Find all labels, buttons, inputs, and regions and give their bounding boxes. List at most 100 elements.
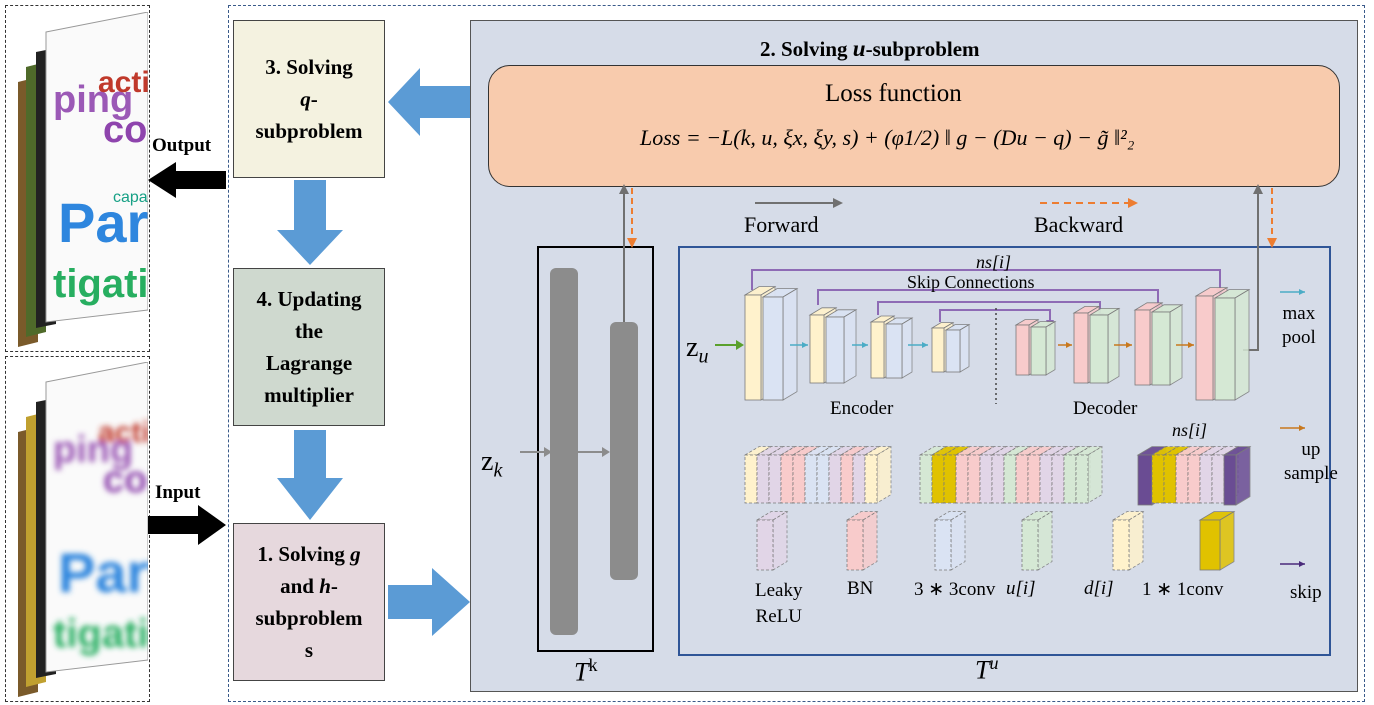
- zk-label-sub: k: [493, 459, 503, 482]
- dec-pink-1: [1015, 324, 1030, 376]
- skip-block-frame-left: [1137, 454, 1153, 506]
- dec-green-4-side: [1234, 288, 1250, 401]
- leaky-relu-glyph-side: [772, 510, 788, 571]
- dec-pink-3: [1134, 309, 1151, 386]
- decoder-label: Decoder: [1073, 398, 1138, 419]
- backward-label: Backward: [1034, 212, 1124, 237]
- ui-block-5: [804, 454, 818, 504]
- enc-blue-1: [762, 296, 784, 401]
- leaky-relu-label: Leaky ReLU: [755, 578, 802, 630]
- tu-label-sup: u: [989, 653, 999, 673]
- step3-line1: 3. Solving: [265, 55, 353, 79]
- dec-green-2: [1089, 314, 1109, 384]
- output-arrow: [148, 162, 226, 198]
- conv3-glyph-side: [950, 510, 966, 571]
- zu-label-sub: u: [698, 345, 709, 368]
- di-glyph: [1112, 519, 1130, 571]
- di-block-3: [955, 454, 969, 504]
- di-block-12: [1063, 454, 1077, 504]
- dec-green-3: [1151, 311, 1171, 386]
- di-block-6: [991, 454, 1005, 504]
- skip-line-1: [751, 269, 1221, 290]
- leaky-line2: ReLU: [755, 606, 802, 627]
- di-block-1-top: [930, 446, 960, 456]
- tk-label-T: T: [574, 657, 589, 687]
- di-block-9: [1027, 454, 1041, 504]
- ui-block-0-top: [743, 446, 773, 456]
- step1-var-h: h: [319, 574, 331, 598]
- ui-block-4-top: [791, 446, 821, 456]
- input-label: Input: [155, 482, 201, 503]
- step4-line3: Lagrange: [265, 351, 353, 375]
- up-sample-line2: sample: [1284, 463, 1338, 484]
- di-block-0: [919, 454, 933, 504]
- ui-block-10-top: [863, 446, 893, 456]
- panel-title-suffix: -subproblem: [865, 37, 980, 61]
- enc-yellow-4: [931, 327, 945, 373]
- enc-blue-3-side: [901, 317, 913, 379]
- step3-line3: subproblem: [255, 119, 363, 143]
- leaky-line1: Leaky: [755, 580, 803, 601]
- conv1-glyph: [1199, 519, 1221, 571]
- step4-lagrange-box: 4. Updating the Lagrange multiplier: [233, 268, 385, 426]
- ui-block-10-side: [876, 445, 892, 504]
- ui-block-8: [840, 454, 854, 504]
- skip-block-4: [1199, 454, 1213, 504]
- ns-mid-label: ns[i]: [1172, 420, 1208, 440]
- panel-title-prefix: 2. Solving: [760, 37, 853, 61]
- di-block-13: [1075, 454, 1089, 504]
- skip-block-3-top: [1186, 446, 1216, 456]
- di-block-4-top: [966, 446, 996, 456]
- skip-block-0-top: [1150, 446, 1180, 456]
- di-block-4: [967, 454, 981, 504]
- skip-block-1-top: [1162, 446, 1192, 456]
- conv3-label: 3 ∗ 3conv: [914, 579, 996, 600]
- svg-text:acti: acti: [98, 66, 148, 99]
- tu-label-T: T: [975, 655, 990, 685]
- conv1-label: 1 ∗ 1conv: [1142, 579, 1224, 600]
- maxpool-arrow-2-head: [862, 342, 868, 348]
- di-block-8-top: [1014, 446, 1044, 456]
- up-sample-line1: up: [1301, 439, 1321, 460]
- svg-text:tigation: tigation: [53, 262, 148, 306]
- skip-block-3: [1187, 454, 1201, 504]
- step1-line1: 1. Solving: [257, 542, 345, 566]
- ui-block-6-top: [815, 446, 845, 456]
- maxpool-arrow-1-head: [802, 342, 808, 348]
- ui-block-9-top: [851, 446, 881, 456]
- di-label: d[i]: [1084, 578, 1114, 599]
- ui-block-0: [744, 454, 758, 504]
- step3-q-subproblem-box: 3. Solving q- subproblem: [233, 20, 385, 178]
- svg-text:acti: acti: [98, 416, 148, 449]
- di-block-13-side: [1087, 445, 1103, 504]
- forward-label: Forward: [744, 212, 819, 237]
- ui-glyph: [1021, 519, 1039, 571]
- ui-block-4: [792, 454, 806, 504]
- loss-function-formula: Loss = −L(k, u, ξx, ξy, s) + (φ1/2) ‖ g …: [640, 125, 1135, 150]
- ui-block-10: [864, 454, 878, 504]
- svg-text:ping: ping: [53, 79, 133, 121]
- step1-and: and: [280, 574, 314, 598]
- zu-label: zu: [686, 332, 708, 369]
- skip-line-4: [939, 309, 1051, 322]
- up-sample-legend-arrow-head: [1299, 425, 1305, 431]
- ui-block-3-top: [779, 446, 809, 456]
- dec-green-1: [1030, 326, 1047, 376]
- upsample-arrow-2-head: [1126, 342, 1132, 348]
- skip-block-4-top: [1198, 446, 1228, 456]
- tk-network-box: [537, 246, 654, 652]
- zu-label-z: z: [686, 332, 699, 363]
- step4-line4: multiplier: [264, 383, 354, 407]
- up-sample-label: up sample: [1284, 438, 1338, 486]
- di-block-3-top: [954, 446, 984, 456]
- ui-block-3: [780, 454, 794, 504]
- skip-block-0: [1151, 454, 1165, 504]
- svg-text:tigation: tigation: [53, 612, 148, 656]
- di-block-10-top: [1038, 446, 1068, 456]
- bn-label: BN: [847, 578, 874, 599]
- skip-block-1: [1163, 454, 1177, 504]
